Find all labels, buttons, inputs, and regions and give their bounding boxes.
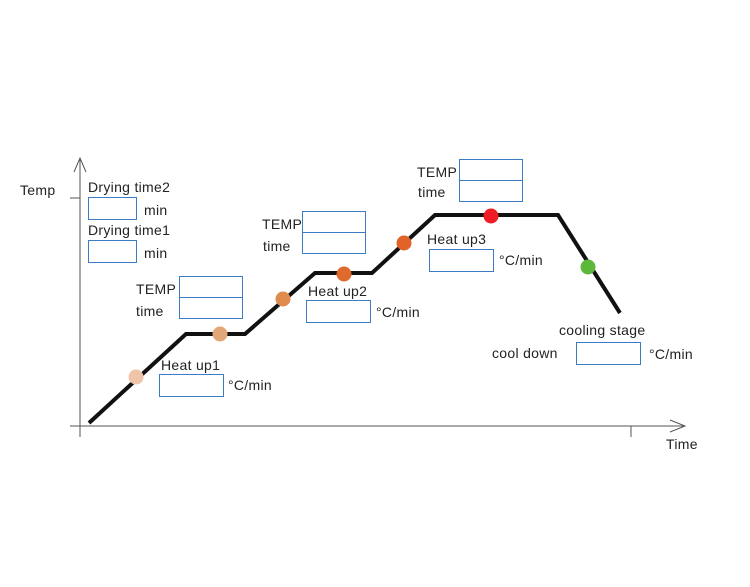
stage3-temp-time-fields [459,159,523,202]
heat-up2-rate-unit: °C/min [376,304,420,320]
stage2-temp-input[interactable] [302,211,366,233]
drying-time2-input[interactable] [88,197,137,220]
cool-down-rate-input[interactable] [576,342,641,365]
heat-up1-marker[interactable] [128,369,144,385]
heat-up3-marker[interactable] [396,235,412,251]
cool-down-rate-unit: °C/min [649,346,693,362]
y-axis-arrowhead [73,156,87,173]
drying-time2-unit: min [144,202,168,218]
drying-time1-input[interactable] [88,240,137,263]
drying-time1-label: Drying time1 [88,222,171,238]
heat-up2-rate-input[interactable] [306,300,371,323]
heat-up3-rate-input[interactable] [429,249,494,272]
heat-up2-marker[interactable] [275,291,291,307]
hold1-marker[interactable] [212,326,228,342]
hold2-marker[interactable] [336,266,352,282]
heat-up3-rate-unit: °C/min [499,252,543,268]
drying-time2-label: Drying time2 [88,179,171,195]
hold3-marker[interactable] [483,208,499,224]
stage2-time-label: time [263,238,291,254]
x-axis-arrowhead [669,419,687,433]
heat-up1-rate-unit: °C/min [228,377,272,393]
heat-up1-label: Heat up1 [161,357,221,373]
cool-down-label: cool down [492,345,558,361]
cooling-stage-label: cooling stage [559,322,646,338]
stage1-temp-time-fields [179,276,243,319]
stage3-temp-input[interactable] [459,159,523,181]
stage3-temp-label: TEMP [417,164,458,180]
heat-up2-label: Heat up2 [308,283,368,299]
x-axis-label: Time [666,436,698,452]
stage2-temp-label: TEMP [262,216,303,232]
stage1-temp-label: TEMP [136,281,177,297]
cooling-marker[interactable] [580,259,596,275]
y-axis-label: Temp [20,182,56,198]
heat-up3-label: Heat up3 [427,231,487,247]
stage1-time-label: time [136,303,164,319]
drying-time1-unit: min [144,245,168,261]
stage1-temp-input[interactable] [179,276,243,298]
stage1-time-input[interactable] [179,297,243,319]
heat-up1-rate-input[interactable] [159,374,224,397]
stage2-temp-time-fields [302,211,366,254]
stage2-time-input[interactable] [302,232,366,254]
stage3-time-input[interactable] [459,180,523,202]
stage3-time-label: time [418,184,446,200]
